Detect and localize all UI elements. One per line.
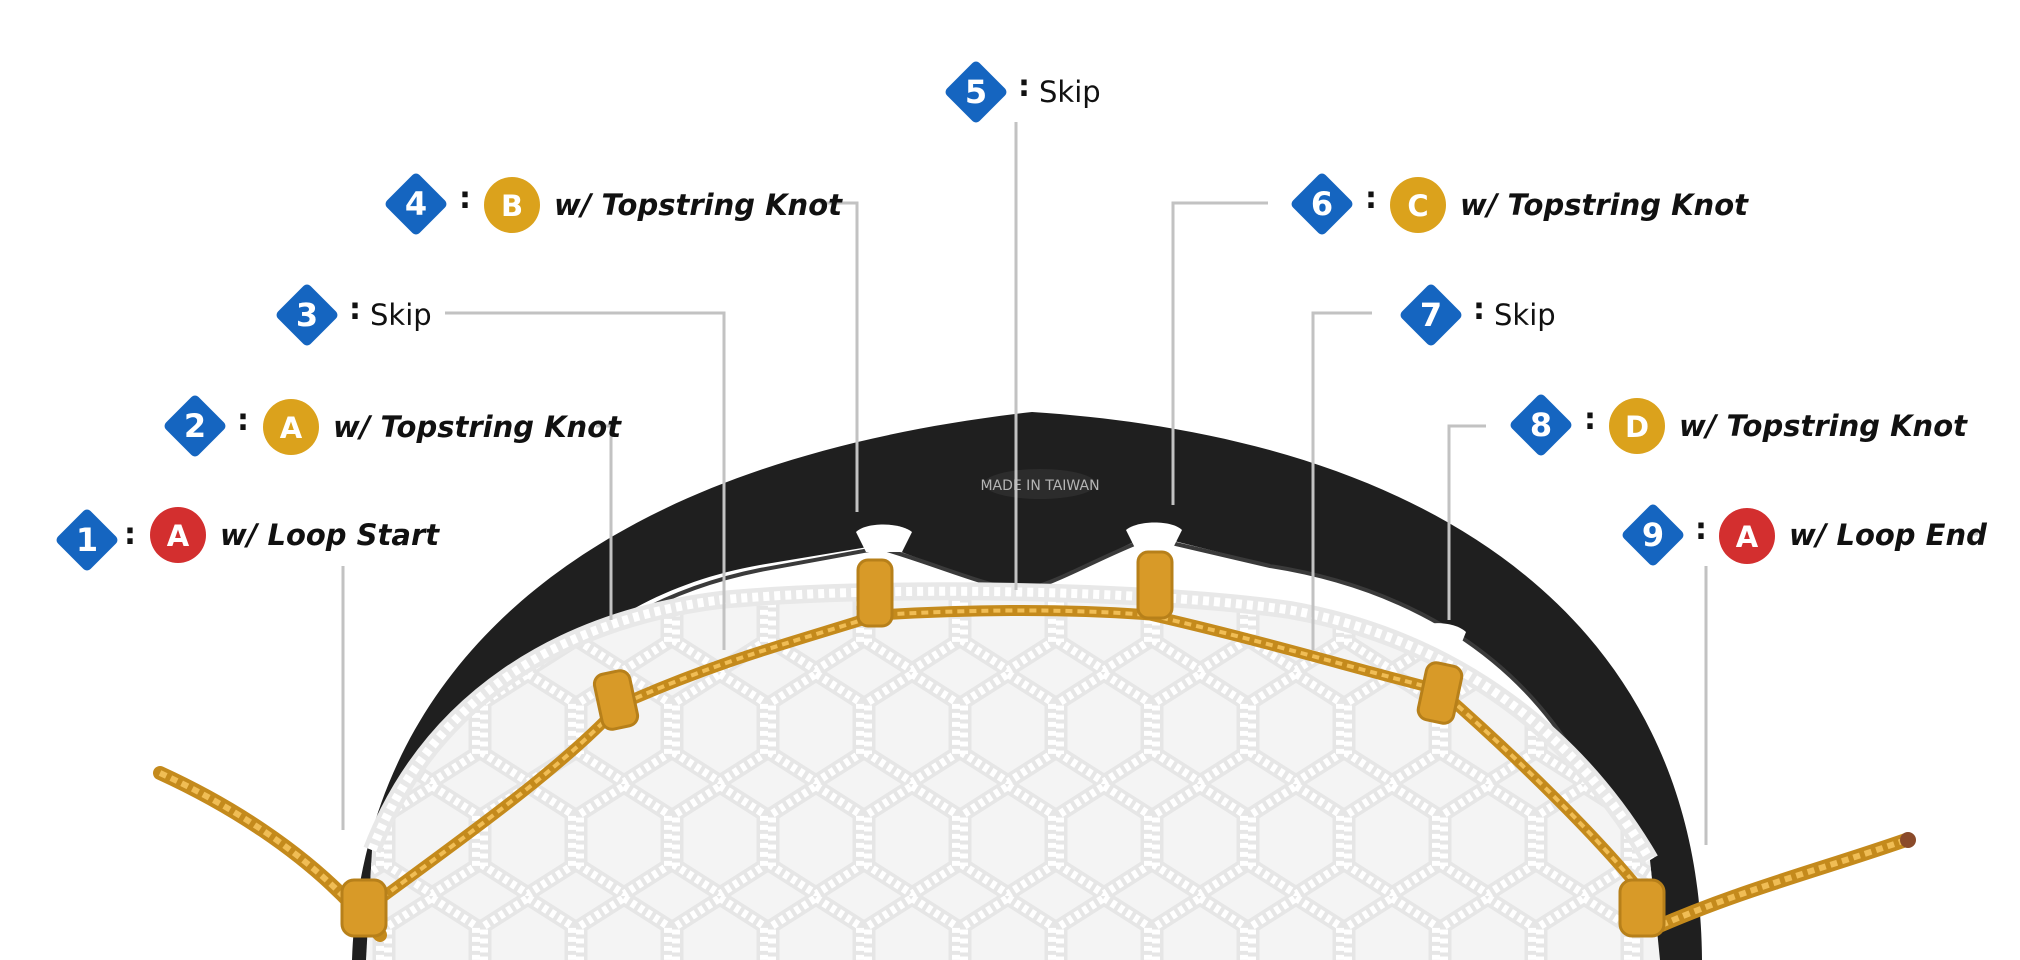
step-7-text: Skip [1494,298,1556,332]
step-8-badge-icon [1510,394,1572,456]
made-in-taiwan-stamp: MADE IN TAIWAN [980,478,1099,494]
step-9-badge-icon [1622,504,1684,566]
hole-d-gold-icon [1609,398,1665,454]
hole-a-red-icon [1719,508,1775,564]
step-9-text: w/ Loop End [1789,518,1987,552]
step-5-text: Skip [1039,75,1101,109]
step-8-hole-letter: D [1625,410,1649,444]
leader-2 [596,424,613,620]
step-4-text: w/ Topstring Knot [554,188,843,222]
step-3-badge-icon [276,284,338,346]
step-5-number: 5 [965,73,987,111]
step-6-hole-letter: C [1407,189,1428,223]
lacrosse-head: MADE IN TAIWAN [153,412,1916,960]
leader-8 [1447,424,1486,620]
step-6-text: w/ Topstring Knot [1460,188,1749,222]
step-4-number: 4 [405,185,427,223]
step-3-number: 3 [296,296,318,334]
step-1-number: 1 [76,521,98,559]
topstring [153,550,1916,942]
step-8-colon: : [1584,402,1596,437]
head-sidewall [352,412,1702,960]
step-4-colon: : [459,181,471,216]
leader-4 [820,201,859,512]
step-7-badge-icon [1400,284,1462,346]
hole-b-gold-icon [484,177,540,233]
step-5-label: 5 : Skip [945,61,1101,123]
step-1-colon: : [124,517,136,552]
step-3-label: 3 : Skip [276,284,432,346]
step-2-badge-icon [164,395,226,457]
step-2-colon: : [237,403,249,438]
step-2-number: 2 [184,407,206,445]
step-4-label: 4 : B w/ Topstring Knot [385,173,843,235]
hole-a-red-icon [150,507,206,563]
step-9-colon: : [1695,512,1707,547]
step-7-label: 7 : Skip [1400,284,1556,346]
hole-a-gold-icon [263,399,319,455]
step-4-hole-letter: B [501,189,523,223]
step-9-number: 9 [1642,516,1664,554]
step-1-text: w/ Loop Start [220,518,440,552]
step-2-text: w/ Topstring Knot [333,410,622,444]
step-3-text: Skip [370,298,432,332]
step-6-number: 6 [1311,185,1333,223]
step-3-colon: : [349,292,361,327]
step-5-colon: : [1018,69,1030,104]
step-9-hole-letter: A [1736,520,1759,554]
hole-c-gold-icon [1390,177,1446,233]
step-5-badge-icon [945,61,1007,123]
step-6-colon: : [1365,181,1377,216]
step-1-hole-letter: A [167,519,190,553]
step-7-number: 7 [1420,296,1442,334]
step-1-label: 1 : A w/ Loop Start [56,507,440,571]
step-4-badge-icon [385,173,447,235]
step-6-badge-icon [1291,173,1353,235]
step-8-text: w/ Topstring Knot [1679,409,1968,443]
leader-6 [1171,201,1268,505]
leader-lines [341,122,1978,845]
step-1-badge-icon [56,509,118,571]
step-9-label: 9 : A w/ Loop End [1622,504,1987,566]
leader-3 [445,311,726,650]
leader-7 [1311,311,1372,650]
step-8-label: 8 : D w/ Topstring Knot [1510,394,1968,456]
step-8-number: 8 [1530,406,1552,444]
step-6-label: 6 : C w/ Topstring Knot [1291,173,1749,235]
step-2-label: 2 : A w/ Topstring Knot [164,395,622,457]
step-7-colon: : [1473,292,1485,327]
step-2-hole-letter: A [280,411,303,445]
